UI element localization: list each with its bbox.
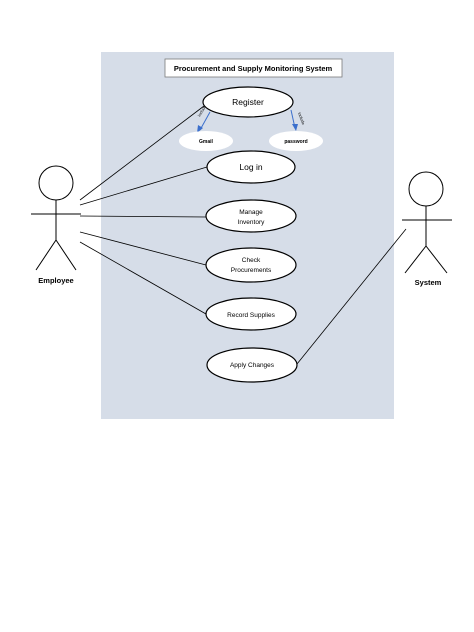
use-case-register-label: Register (232, 97, 264, 107)
include-arrow-gmail (199, 111, 211, 131)
use-case-check-label-line2: Procurements (231, 267, 272, 274)
use-case-apply-changes: Apply Changes (206, 347, 298, 383)
association-employee-manage (79, 215, 207, 218)
use-case-login-label: Log in (239, 162, 262, 172)
actor-system-label: System (415, 278, 442, 287)
actor-employee-head (38, 165, 74, 201)
use-case-password-label: password (284, 139, 307, 145)
use-case-check-label-line1: Check (242, 257, 261, 264)
actor-employee: Employee (31, 165, 81, 285)
actor-system-head (408, 171, 444, 207)
use-case-gmail-label: Gmail (199, 139, 214, 145)
diagram-title: Procurement and Supply Monitoring System (174, 64, 333, 73)
title-box (164, 58, 343, 78)
use-case-apply-label: Apply Changes (230, 362, 275, 369)
use-case-manage-inventory: Manage Inventory (205, 199, 297, 233)
include-label-password: include (297, 112, 306, 126)
use-case-manage-label-line2: Inventory (238, 219, 265, 226)
include-arrowhead-password (292, 124, 298, 131)
association-system-apply (296, 228, 407, 365)
use-case-record-label: Record Supplies (227, 312, 275, 319)
use-case-password: password (269, 131, 323, 151)
use-case-register: Register (202, 86, 294, 118)
association-employee-register (79, 105, 205, 201)
association-employee-record (79, 241, 207, 315)
association-employee-check (79, 231, 207, 266)
use-case-gmail: Gmail (179, 131, 233, 151)
use-case-login: Log in (206, 150, 296, 184)
actor-employee-label: Employee (38, 276, 73, 285)
association-employee-login (79, 166, 208, 206)
use-case-check-procurements: Check Procurements (205, 247, 297, 283)
include-label-gmail: include (197, 103, 208, 117)
include-arrowhead-gmail (197, 125, 203, 133)
use-case-record-supplies: Record Supplies (205, 297, 297, 331)
use-case-manage-label-line1: Manage (239, 209, 263, 216)
actor-system: System (402, 171, 452, 287)
